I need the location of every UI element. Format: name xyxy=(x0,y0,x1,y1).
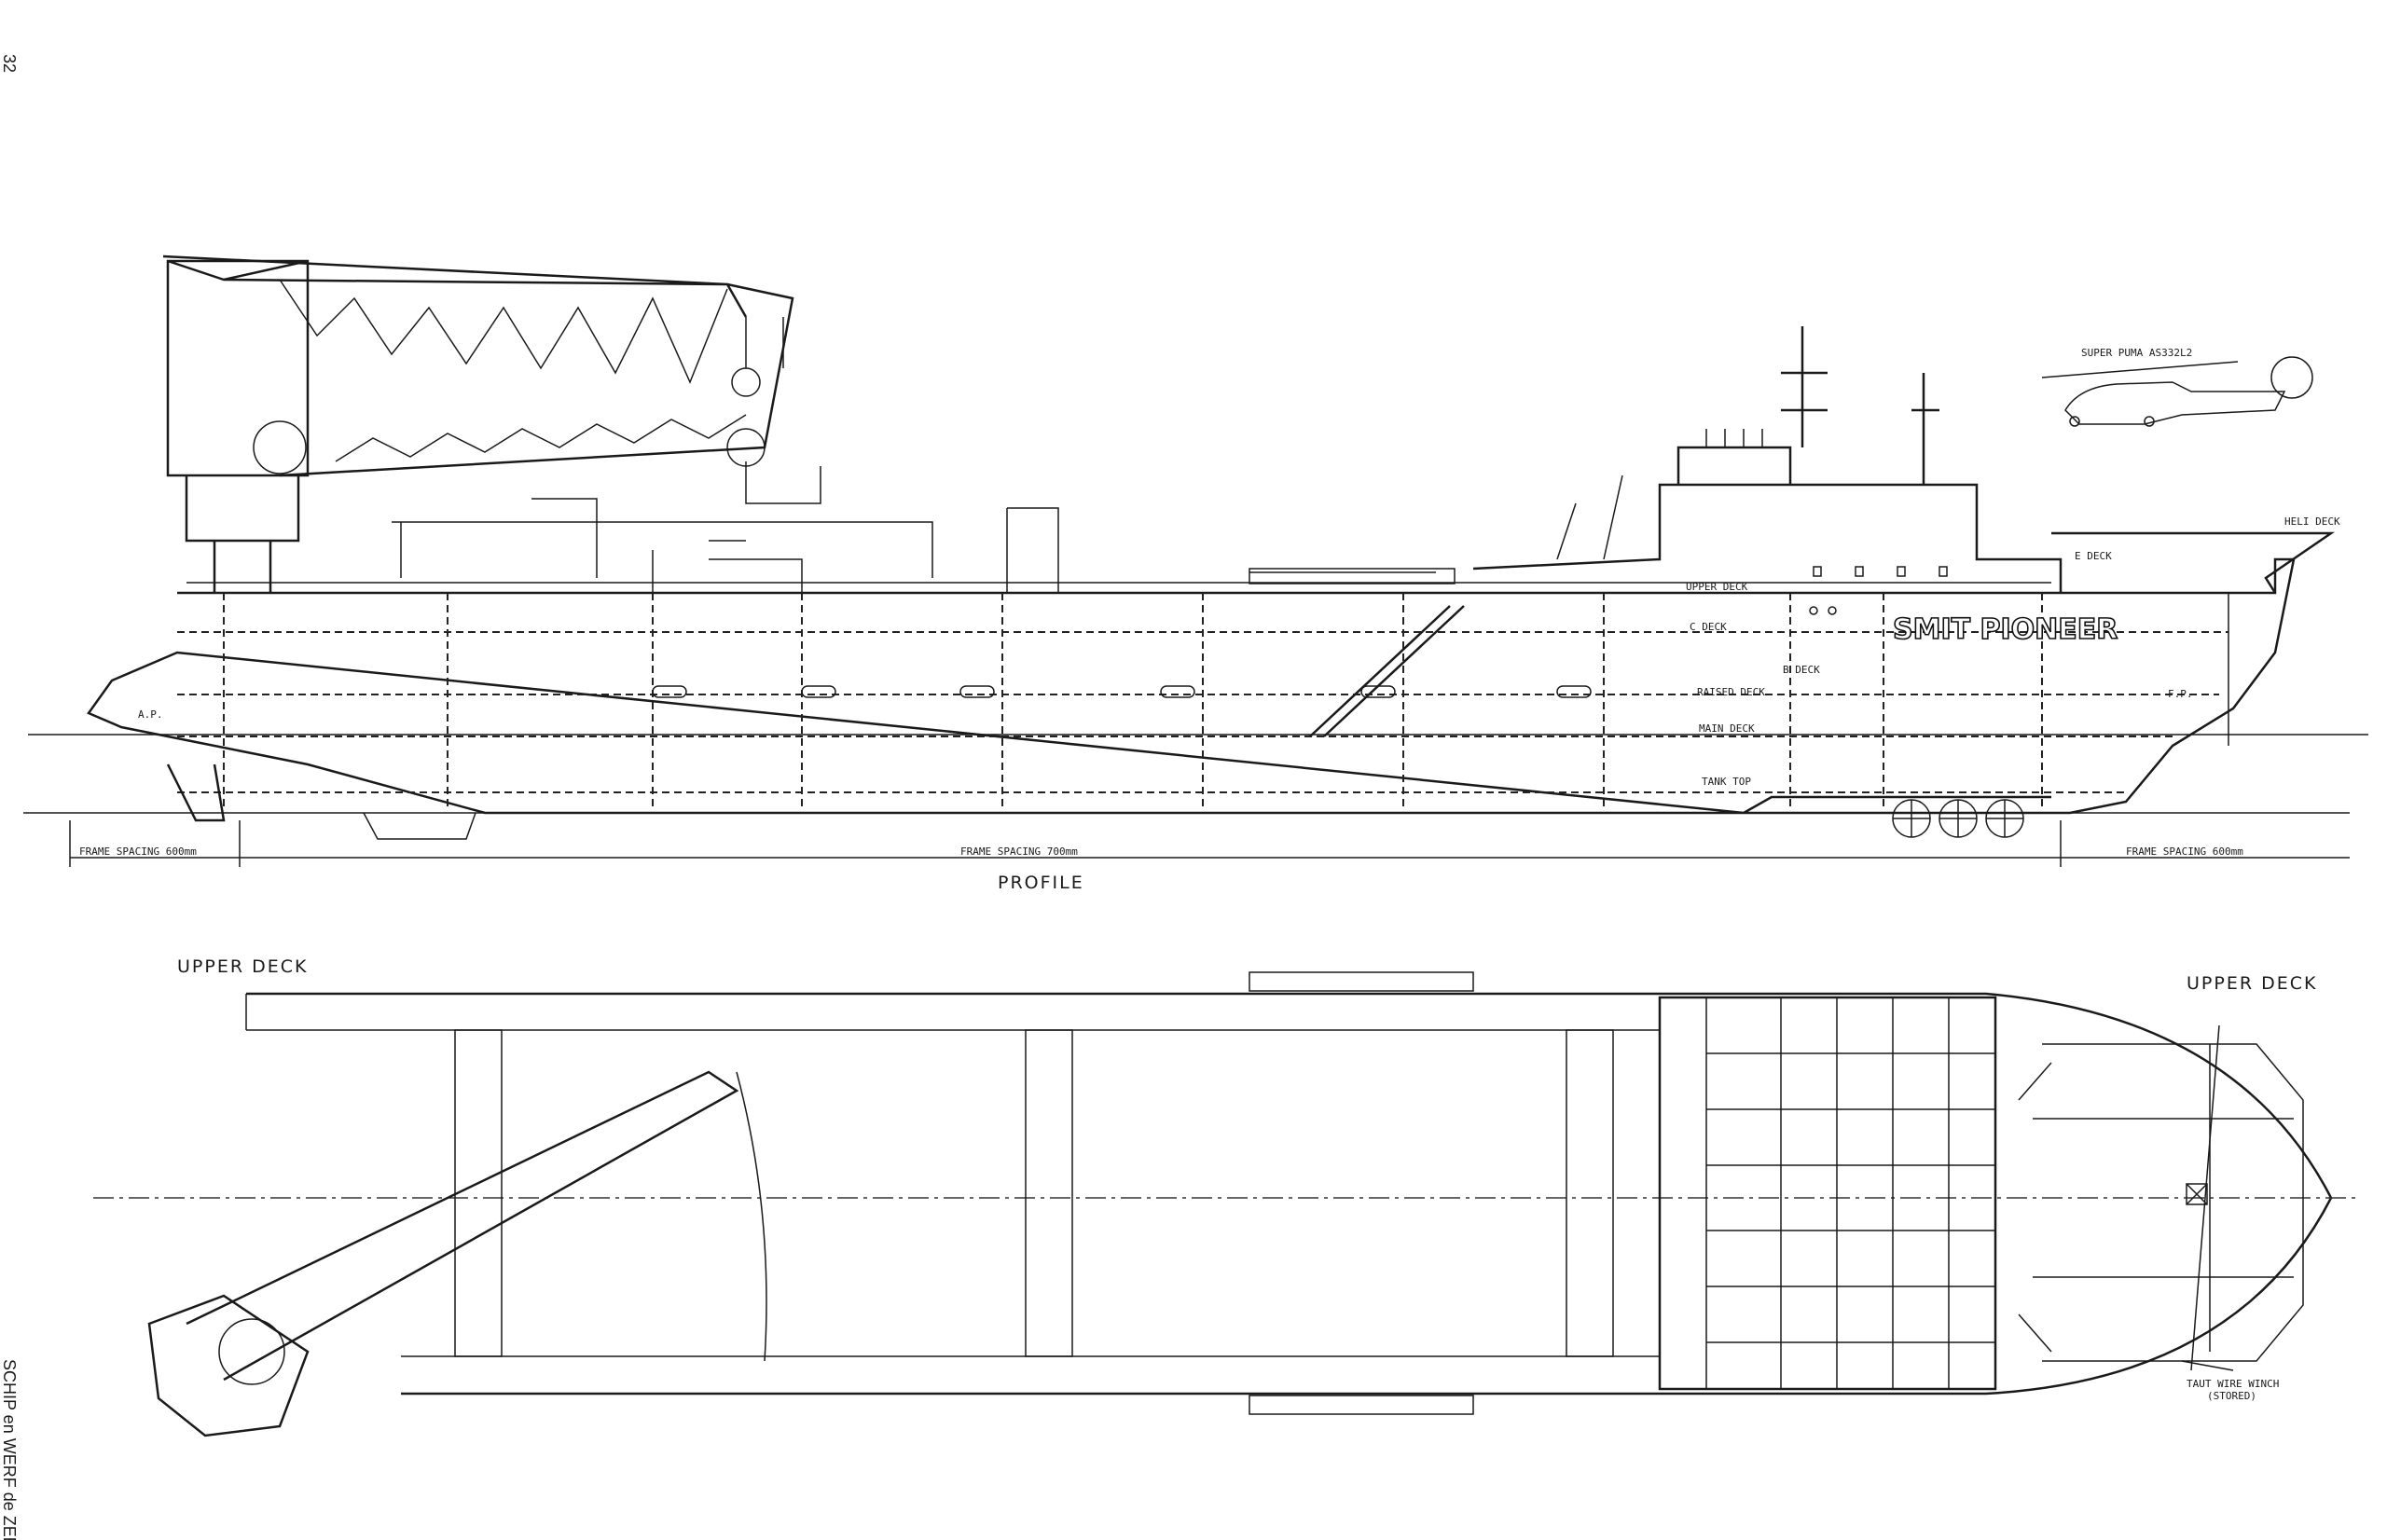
accommodation-plan xyxy=(1658,996,1997,1391)
deck-label-main: MAIN DECK xyxy=(1699,722,1755,735)
deck-stores xyxy=(1249,568,1456,584)
taut-wire-winch-label: TAUT WIRE WINCH xyxy=(2187,1378,2279,1390)
forward-perpendicular-label: F.P. xyxy=(2168,688,2193,700)
crane xyxy=(162,254,821,593)
helicopter-label: SUPER PUMA AS332L2 xyxy=(2081,347,2192,359)
plan-view: UPPER DECK UPPER DECK xyxy=(93,956,2359,1437)
deck-outline xyxy=(246,992,2333,1396)
frame-spacing-fwd: FRAME SPACING 600mm xyxy=(2126,846,2243,858)
deck-label-heli: HELI DECK xyxy=(2284,516,2340,528)
azimuth-thrusters xyxy=(1892,799,2024,838)
hull-outline xyxy=(87,557,2296,815)
side-openings xyxy=(652,685,1592,698)
frame-spacing-mid: FRAME SPACING 700mm xyxy=(960,846,1078,858)
publication-name: SCHIP en WERF de ZEE xyxy=(0,1359,19,1540)
deck-label-tank-top: TANK TOP xyxy=(1702,776,1751,788)
bow-deck-plan xyxy=(2018,1024,2304,1371)
deck-label-c: C DECK xyxy=(1690,621,1727,633)
ship-name: SMIT PIONEER xyxy=(1893,613,2118,646)
profile-view: SMIT PIONEER SUPER PUMA AS332L2 HELI DEC… xyxy=(23,254,2368,893)
profile-title: PROFILE xyxy=(998,873,1084,893)
frame-spacing-aft: FRAME SPACING 600mm xyxy=(79,846,197,858)
superstructure xyxy=(1472,326,2063,615)
page-number: 32 xyxy=(0,54,19,73)
plan-title-right: UPPER DECK xyxy=(2187,973,2317,994)
deck-houses-aft xyxy=(392,498,1059,593)
crane-plan xyxy=(147,1070,767,1437)
deck-label-raised: RAISED DECK xyxy=(1697,686,1765,698)
bulkheads xyxy=(223,593,2229,811)
skeg xyxy=(363,812,476,840)
helicopter-drawing xyxy=(2041,356,2313,427)
gantry-crane-rails xyxy=(454,971,1614,1415)
plan-title-left: UPPER DECK xyxy=(177,956,308,977)
heli-deck-structure xyxy=(2051,531,2336,594)
gangway xyxy=(1309,605,1465,737)
deck-label-e: E DECK xyxy=(2075,550,2112,562)
deck-label-b: B DECK xyxy=(1783,664,1820,676)
taut-wire-winch-note: (STORED) xyxy=(2207,1390,2256,1402)
deck-label-upper: UPPER DECK xyxy=(1686,581,1748,593)
aft-perpendicular-label: A.P. xyxy=(138,708,163,721)
rudder xyxy=(166,763,226,822)
